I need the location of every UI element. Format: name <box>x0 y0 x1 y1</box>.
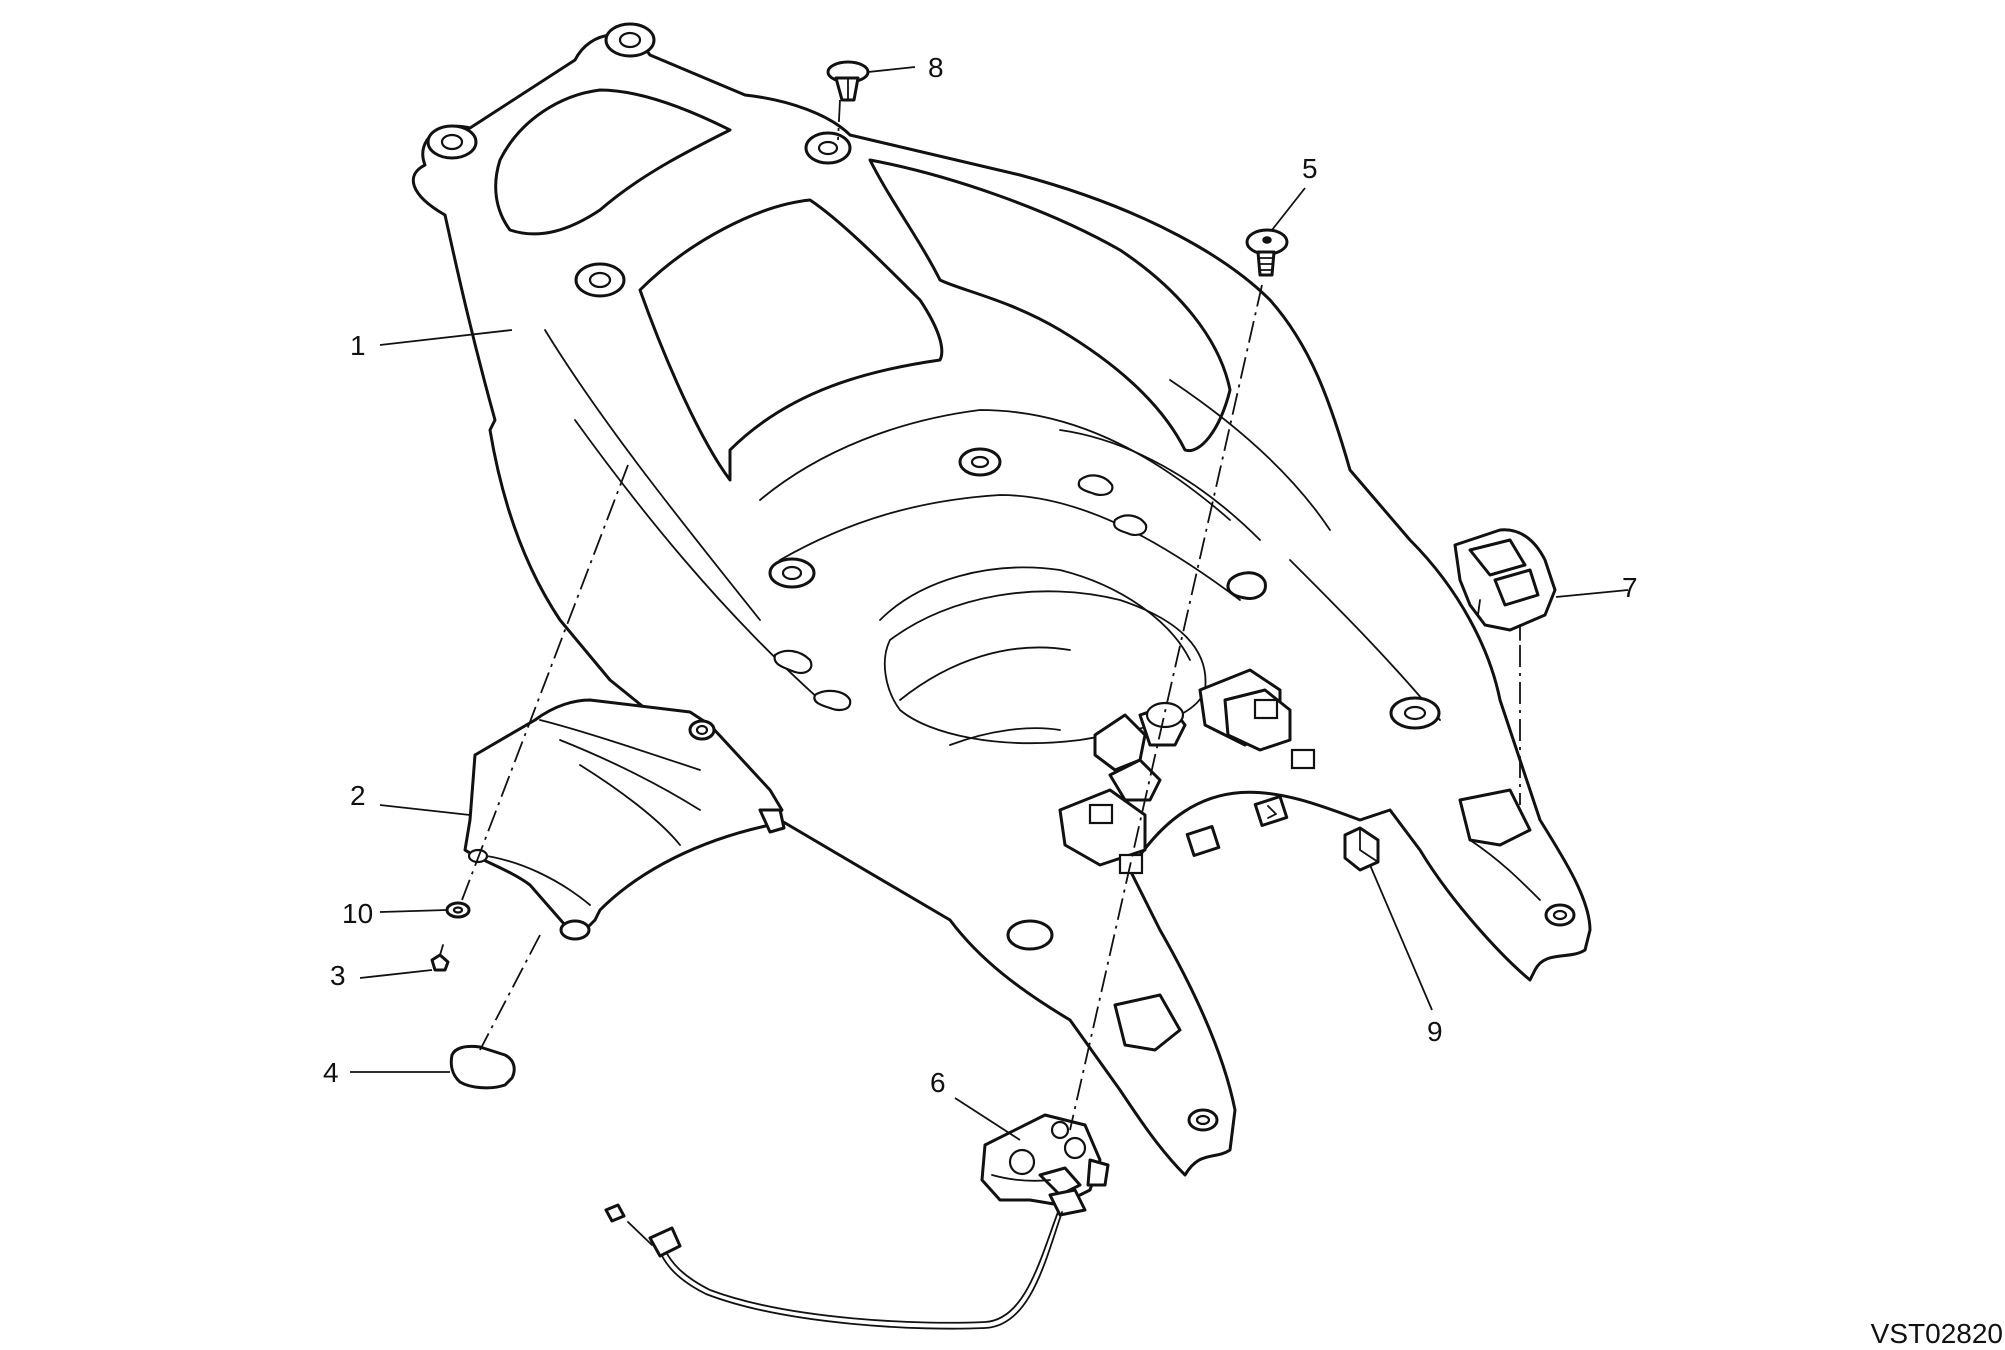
screw <box>430 944 450 972</box>
subframe-undertray <box>411 22 1592 1177</box>
assembly-axes <box>461 99 1521 1131</box>
seat-screw <box>1245 228 1289 277</box>
seat-lock-assembly <box>604 1113 1110 1330</box>
callout-5: 5 <box>1302 153 1318 184</box>
small-bracket <box>1343 826 1380 872</box>
callout-9: 9 <box>1427 1016 1443 1047</box>
callout-numbers: 1 2 3 4 5 6 7 8 9 10 <box>323 52 1638 1098</box>
side-cover <box>463 698 786 941</box>
rubber-block <box>1453 528 1557 641</box>
push-rivet <box>826 60 870 102</box>
callout-6: 6 <box>930 1067 946 1098</box>
callout-10: 10 <box>342 898 373 929</box>
callout-8: 8 <box>928 52 944 83</box>
leader-lines <box>350 66 1629 1141</box>
callout-2: 2 <box>350 780 366 811</box>
washer <box>445 901 471 919</box>
rubber-pad <box>449 1044 516 1090</box>
drawing-code: VST02820 <box>1871 1318 2003 1349</box>
callout-4: 4 <box>323 1057 339 1088</box>
callout-3: 3 <box>330 960 346 991</box>
callout-7: 7 <box>1622 572 1638 603</box>
callout-1: 1 <box>350 330 366 361</box>
